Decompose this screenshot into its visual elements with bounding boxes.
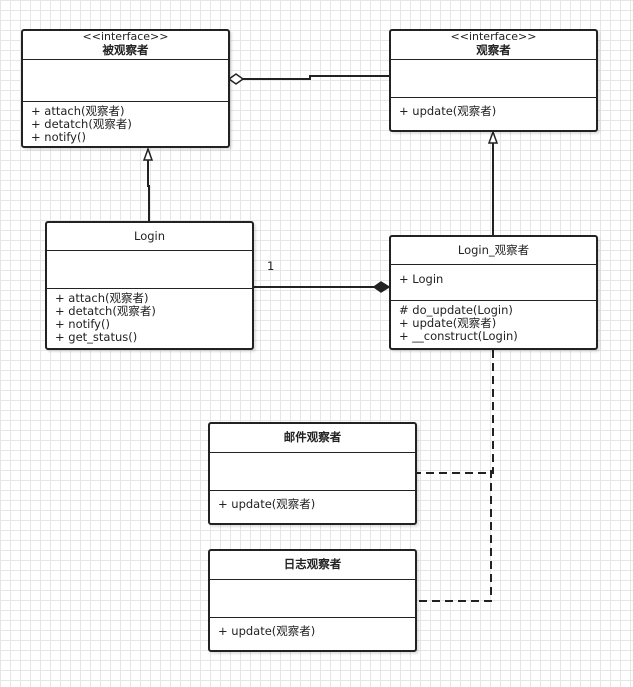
operations-compartment: # do_update(Login) + update(观察者) + __con… <box>391 301 596 346</box>
attribute: + Login <box>399 272 444 286</box>
operations-compartment: + update(观察者) <box>391 98 596 121</box>
class-header: Login <box>47 223 252 251</box>
operation: + detatch(观察者) <box>31 117 132 131</box>
login-class[interactable]: Login + attach(观察者) + detatch(观察者) + not… <box>45 221 254 350</box>
class-header: Login_观察者 <box>391 237 596 265</box>
operations-compartment: + attach(观察者) + detatch(观察者) + notify() … <box>47 289 252 347</box>
operation: + get_status() <box>55 330 138 344</box>
multiplicity-label: 1 <box>267 259 275 273</box>
class-header: <<interface>> 被观察者 <box>23 31 228 60</box>
realization-arrowhead <box>142 146 154 161</box>
operation: # do_update(Login) <box>399 303 513 317</box>
attributes-compartment <box>47 251 252 289</box>
aggregation-diamond <box>227 73 245 85</box>
log-observer-class[interactable]: 日志观察者 + update(观察者) <box>208 549 417 652</box>
mail-observer-class[interactable]: 邮件观察者 + update(观察者) <box>208 422 417 525</box>
class-header: <<interface>> 观察者 <box>391 31 596 60</box>
attributes-compartment <box>210 453 415 491</box>
operation: + update(观察者) <box>399 316 497 330</box>
attributes-compartment <box>210 580 415 618</box>
login-realization-connector <box>142 146 154 221</box>
stereotype-label: <<interface>> <box>82 30 169 43</box>
mail-observer-dependency <box>416 350 494 474</box>
aggregation-connector <box>227 73 390 85</box>
attributes-compartment <box>23 60 228 102</box>
subject-interface-class[interactable]: <<interface>> 被观察者 + attach(观察者) + detat… <box>21 29 230 148</box>
operation: + detatch(观察者) <box>55 304 156 318</box>
operations-compartment: + update(观察者) <box>210 618 415 641</box>
operations-compartment: + attach(观察者) + detatch(观察者) + notify() <box>23 102 228 146</box>
class-name: Login_观察者 <box>457 243 530 257</box>
login-observer-class[interactable]: Login_观察者 + Login # do_update(Login) + u… <box>389 235 598 350</box>
composition-connector <box>253 281 391 293</box>
operation: + update(观察者) <box>399 104 497 118</box>
operation: + notify() <box>55 317 110 331</box>
log-observer-dependency <box>416 470 492 602</box>
observer-interface-class[interactable]: <<interface>> 观察者 + update(观察者) <box>389 29 598 132</box>
class-name: 日志观察者 <box>283 557 342 571</box>
class-name: 被观察者 <box>102 43 149 57</box>
operation: + __construct(Login) <box>399 329 518 343</box>
attributes-compartment: + Login <box>391 265 596 301</box>
operation: + update(观察者) <box>218 624 316 638</box>
stereotype-label: <<interface>> <box>450 30 537 43</box>
operations-compartment: + update(观察者) <box>210 491 415 514</box>
class-header: 邮件观察者 <box>210 424 415 453</box>
login-observer-realization-connector <box>487 129 499 235</box>
class-header: 日志观察者 <box>210 551 415 580</box>
operation: + attach(观察者) <box>31 104 125 118</box>
class-name: Login <box>133 229 166 243</box>
class-name: 观察者 <box>476 43 511 57</box>
operation: + attach(观察者) <box>55 291 149 305</box>
composition-diamond <box>372 281 391 293</box>
operation: + update(观察者) <box>218 497 316 511</box>
realization-arrowhead <box>487 129 499 144</box>
attributes-compartment <box>391 60 596 98</box>
operation: + notify() <box>31 130 86 144</box>
class-name: 邮件观察者 <box>283 430 342 444</box>
